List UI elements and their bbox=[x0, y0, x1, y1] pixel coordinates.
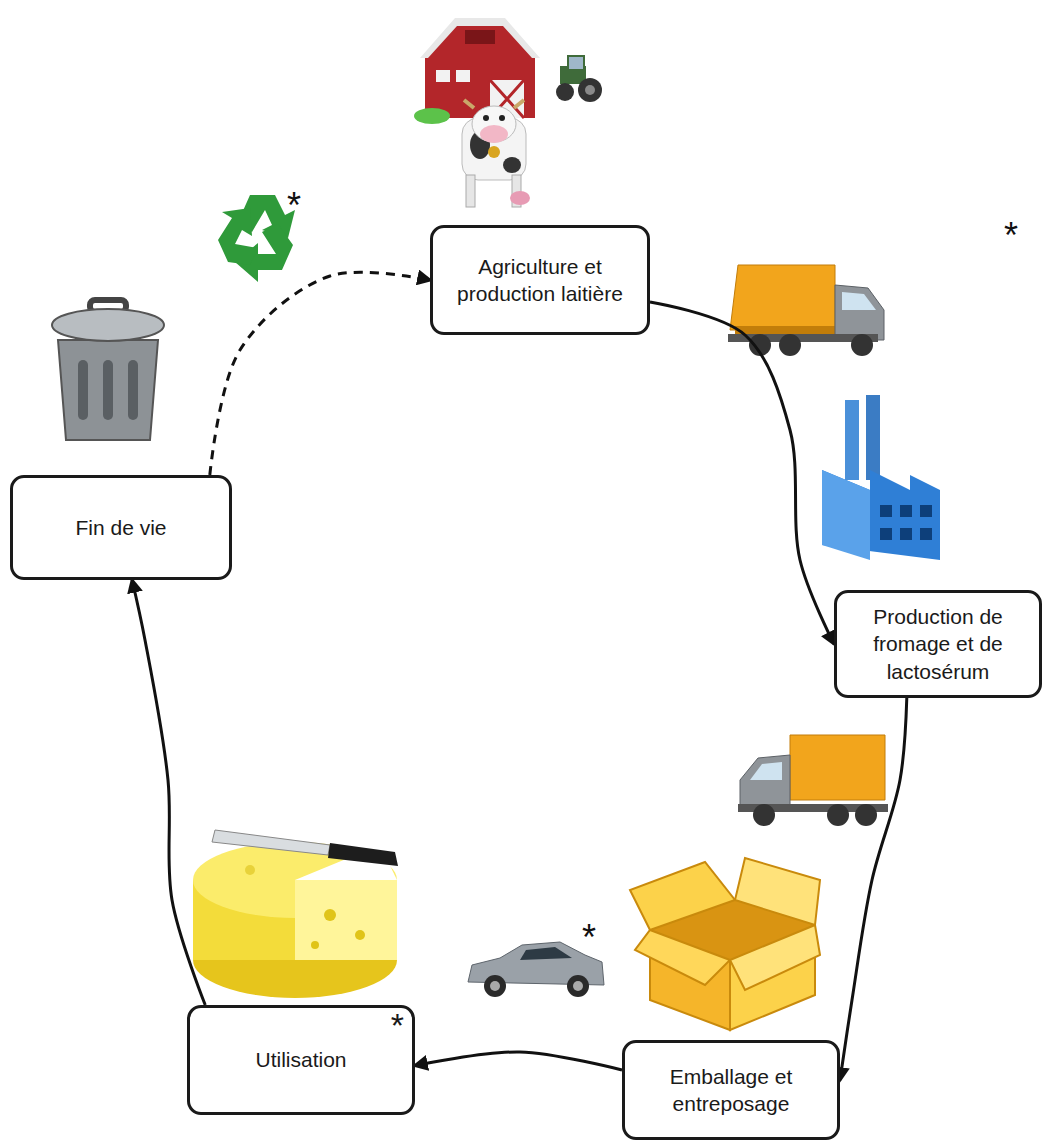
cheese-icon bbox=[193, 830, 398, 998]
box-icon bbox=[630, 858, 820, 1030]
asterisk-note: * bbox=[391, 1008, 404, 1042]
process-box: Fin de vie bbox=[10, 475, 232, 580]
process-box: Agriculture et production laitière bbox=[430, 225, 650, 335]
box-label: Utilisation bbox=[255, 1046, 346, 1073]
flow-arrow bbox=[210, 272, 430, 475]
box-label: Agriculture et production laitière bbox=[445, 253, 635, 308]
flow-arrow bbox=[415, 1052, 622, 1070]
asterisk-note: * bbox=[582, 920, 596, 956]
box-label: Production de fromage et de lactosérum bbox=[849, 603, 1027, 685]
box-label: Fin de vie bbox=[75, 514, 166, 541]
barn-icon bbox=[414, 18, 540, 124]
truck-icon bbox=[738, 735, 888, 826]
box-label: Emballage et entreposage bbox=[637, 1063, 825, 1118]
recycle-icon bbox=[218, 195, 295, 282]
flow-arrow bbox=[132, 580, 205, 1005]
process-box: Utilisation * bbox=[187, 1005, 415, 1115]
asterisk-note: * bbox=[1004, 218, 1018, 254]
tractor-icon bbox=[556, 56, 602, 102]
process-box: Production de fromage et de lactosérum bbox=[834, 590, 1042, 698]
flow-arrow bbox=[650, 302, 834, 644]
asterisk-note: * bbox=[287, 188, 301, 224]
process-box: Emballage et entreposage bbox=[622, 1040, 840, 1140]
factory-icon bbox=[822, 395, 940, 560]
cow-icon bbox=[462, 100, 530, 207]
trash-can-icon bbox=[52, 300, 164, 440]
flow-arrow bbox=[840, 698, 907, 1080]
